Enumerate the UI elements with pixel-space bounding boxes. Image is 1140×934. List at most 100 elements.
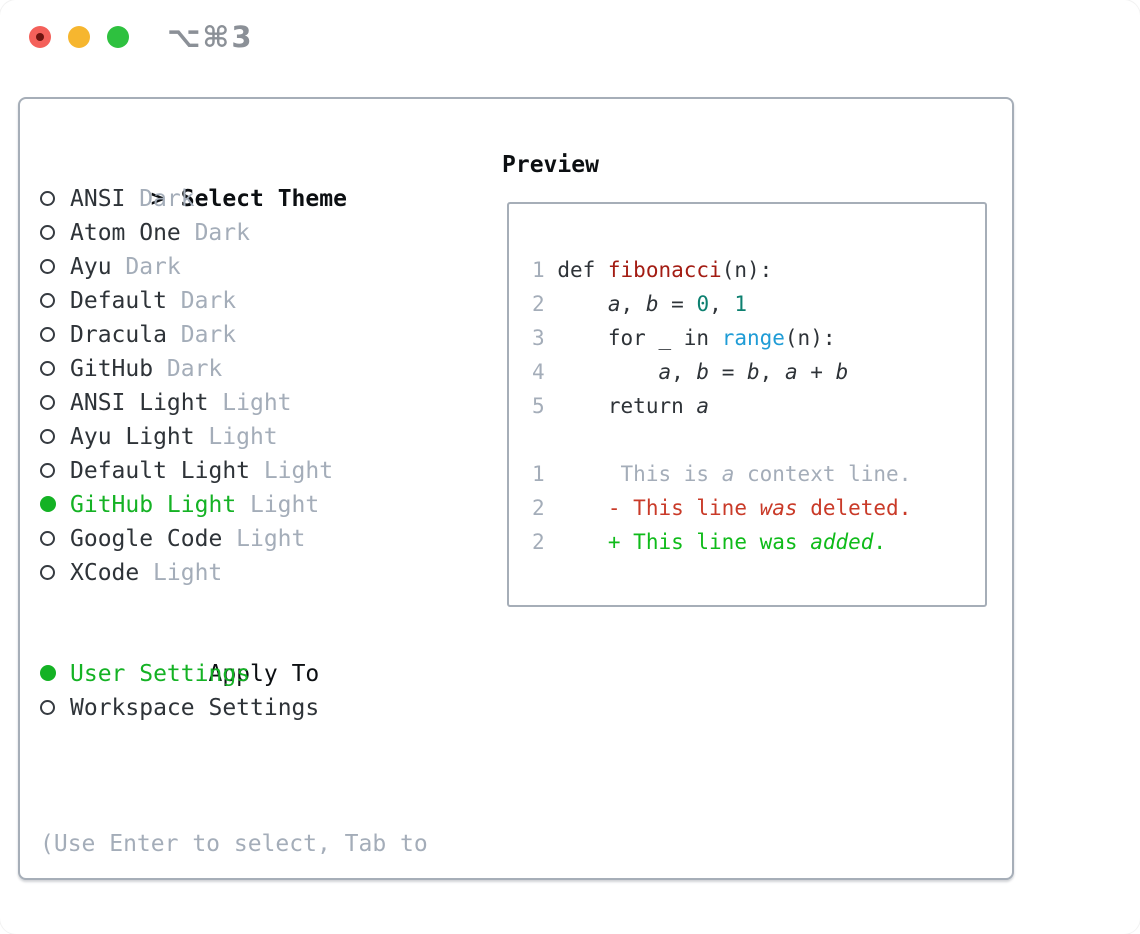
select-theme-title: Select Theme (180, 186, 347, 212)
apply-to-header: Apply To (40, 623, 428, 687)
code-token: added (810, 530, 874, 554)
blank-line (532, 423, 985, 457)
theme-option-label: Dracula (70, 322, 167, 348)
code-token: was (759, 496, 798, 520)
code-token: , (671, 360, 697, 384)
theme-variant-tag: Light (153, 560, 223, 586)
theme-variant-tag: Light (249, 492, 320, 518)
code-token: fibonacci (607, 258, 722, 282)
code-token (557, 360, 658, 384)
code-token: , (620, 292, 646, 316)
code-token: b (645, 292, 659, 316)
theme-option-label: GitHub Light (70, 492, 237, 518)
theme-variant-tag: Light (236, 526, 306, 552)
theme-option-label: XCode (70, 560, 140, 586)
hint-line-1: (Use Enter to select, Tab to (40, 831, 428, 857)
theme-option-github[interactable]: GitHub Dark (40, 352, 428, 386)
theme-variant-tag: Dark (125, 254, 181, 280)
code-line: 3 for _ in range(n): (532, 321, 985, 355)
radio-icon (40, 530, 55, 546)
theme-option-label: GitHub (70, 356, 154, 382)
diff-deleted-line: 2 - This line was deleted. (532, 491, 985, 525)
close-button[interactable] (29, 26, 51, 48)
radio-selected-icon (40, 665, 56, 681)
hint-text: (Use Enter to select, Tab to change focu… (40, 759, 428, 934)
close-button-dot-icon (36, 33, 44, 41)
hint-line-2: change focus) (40, 929, 428, 934)
code-token: a (721, 462, 735, 486)
code-token: - This line (607, 496, 760, 520)
theme-option-ansi-light[interactable]: ANSI Light Light (40, 386, 428, 420)
line-number: 3 (532, 326, 545, 350)
theme-option-label: ANSI Light (70, 390, 209, 416)
line-number: 4 (532, 360, 545, 384)
code-token: range (721, 326, 785, 350)
code-token: This is (557, 462, 722, 486)
code-line: 1 def fibonacci(n): (532, 253, 985, 287)
theme-option-label: Default Light (70, 458, 251, 484)
code-token: a (784, 360, 798, 384)
theme-option-label: Default (70, 288, 167, 314)
theme-option-github-light[interactable]: GitHub Light Light (40, 488, 428, 522)
apply-option-user-settings[interactable]: User Settings (40, 657, 428, 691)
theme-variant-tag: Dark (166, 356, 223, 382)
theme-option-label: Ayu (70, 254, 112, 280)
theme-variant-tag: Light (222, 390, 292, 416)
theme-option-xcode[interactable]: XCode Light (40, 556, 428, 590)
diff-context-line: 1 This is a context line. (532, 457, 985, 491)
code-token: def (557, 258, 608, 282)
code-token: a (696, 394, 710, 418)
preview-pane: 1 def fibonacci(n): 2 a, b = 0, 1 3 for _ … (507, 202, 987, 607)
code-token: + This line was (607, 530, 811, 554)
select-theme-header: > Select Theme (40, 148, 428, 212)
radio-selected-icon (40, 496, 56, 512)
radio-icon (40, 394, 55, 410)
line-number: 2 (532, 530, 545, 554)
code-token: deleted. (797, 496, 912, 520)
window-shortcut-label: ⌥⌘3 (167, 20, 254, 54)
code-token: b (696, 360, 710, 384)
code-token: b (835, 360, 849, 384)
theme-variant-tag: Light (208, 424, 278, 450)
theme-option-ayu[interactable]: Ayu Dark (40, 250, 428, 284)
minimize-button[interactable] (68, 26, 90, 48)
line-number: 2 (532, 292, 545, 316)
maximize-button[interactable] (107, 26, 129, 48)
diff-added-line: 2 + This line was added. (532, 525, 985, 559)
apply-option-label: User Settings (70, 661, 251, 687)
radio-icon (40, 564, 55, 580)
code-token: 0 (696, 292, 710, 316)
code-token: , (709, 292, 735, 316)
radio-icon (40, 258, 55, 274)
code-token (557, 530, 608, 554)
code-token: = (658, 292, 697, 316)
code-token: a (607, 292, 621, 316)
theme-option-default[interactable]: Default Dark (40, 284, 428, 318)
theme-variant-tag: Dark (139, 186, 195, 212)
radio-icon (40, 292, 55, 308)
code-token: , (759, 360, 785, 384)
theme-variant-tag: Dark (194, 220, 250, 246)
apply-option-workspace-settings[interactable]: Workspace Settings (40, 691, 428, 725)
radio-icon (40, 462, 55, 478)
code-token: 1 (734, 292, 748, 316)
theme-variant-tag: Dark (180, 288, 237, 314)
code-line: 5 return a (532, 389, 985, 423)
prompt-icon: > (150, 186, 165, 212)
code-token: (n): (784, 326, 836, 350)
code-token: = (709, 360, 748, 384)
code-line: 4 a, b = b, a + b (532, 355, 985, 389)
window-titlebar: ⌥⌘3 (0, 0, 1140, 75)
code-token (557, 292, 608, 316)
radio-icon (40, 428, 55, 444)
code-token: for _ in (557, 326, 722, 350)
